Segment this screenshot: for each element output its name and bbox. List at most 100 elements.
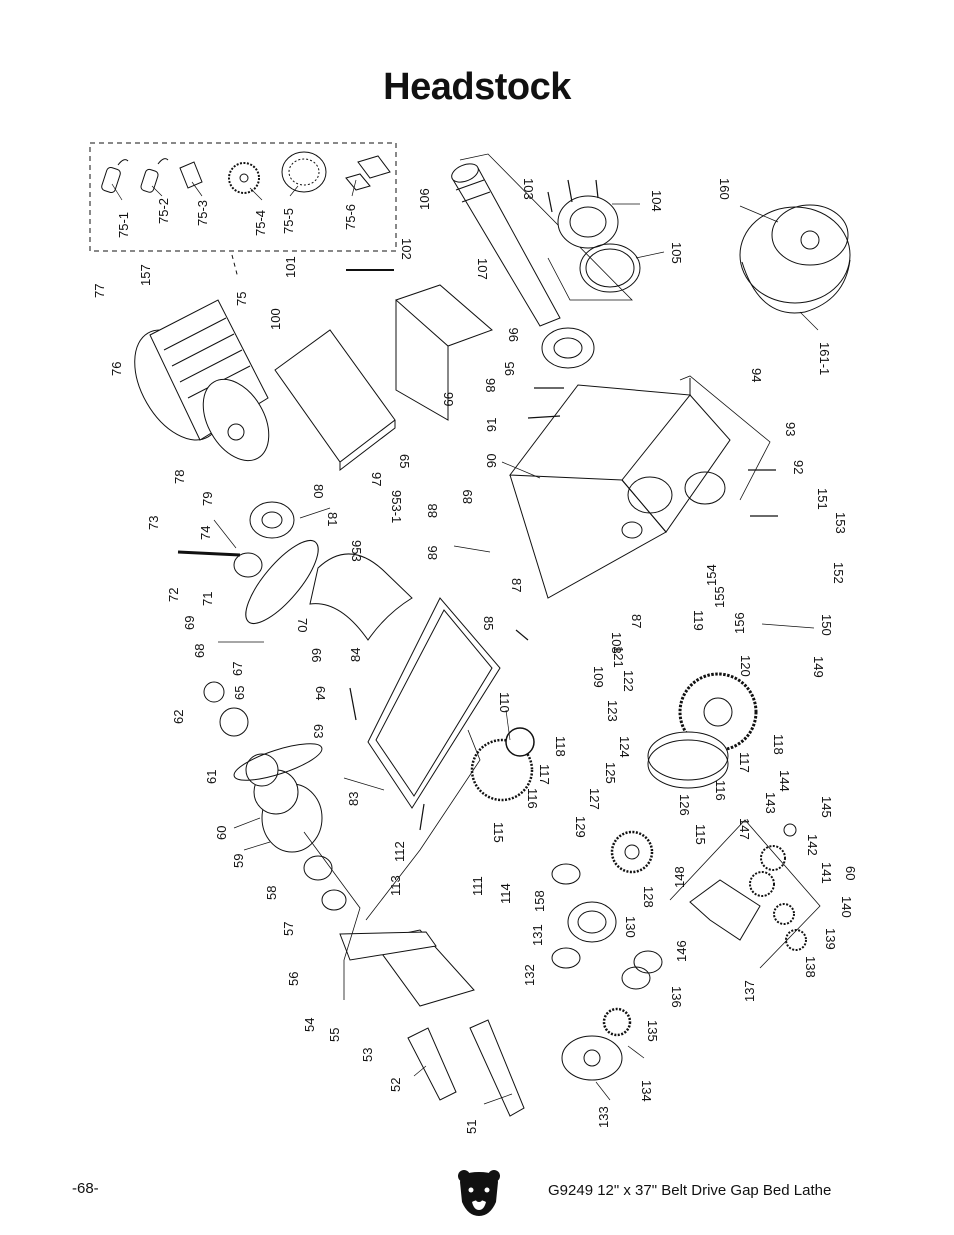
label-65-lower: 65 [232, 686, 247, 700]
label-63: 63 [311, 724, 326, 738]
bear-logo-icon [458, 1170, 500, 1216]
gear-121 [678, 672, 758, 752]
label-141: 141 [819, 862, 834, 884]
label-67: 67 [230, 662, 245, 676]
label-66: 66 [309, 648, 324, 662]
label-80: 80 [311, 484, 326, 498]
bearing-cap-104 [557, 195, 619, 249]
label-147: 147 [737, 818, 752, 840]
label-108: 108 [609, 632, 624, 654]
label-155: 155 [712, 586, 727, 608]
label-157: 157 [138, 264, 153, 286]
label-99: 99 [441, 392, 456, 406]
label-135: 135 [645, 1020, 660, 1042]
label-73: 73 [146, 516, 161, 530]
label-127: 127 [587, 788, 602, 810]
part-75-5-fan-cover [281, 151, 327, 193]
shaft-52 [407, 1027, 457, 1101]
label-161-1: 161-1 [817, 342, 832, 375]
label-61: 61 [204, 770, 219, 784]
label-103: 103 [521, 178, 536, 200]
label-138: 138 [803, 956, 818, 978]
label-128: 128 [641, 886, 656, 908]
gear-135 [602, 1007, 632, 1037]
gear-128 [610, 830, 654, 874]
label-132: 132 [522, 964, 537, 986]
part-75-2-capacitor [140, 158, 169, 193]
label-115-right: 115 [693, 824, 708, 845]
label-117-upper: 117 [537, 764, 552, 785]
label-111: 111 [470, 876, 485, 896]
belt-cover-953 [309, 553, 413, 641]
label-91: 91 [484, 418, 499, 432]
label-64: 64 [313, 686, 328, 700]
label-53: 53 [360, 1048, 375, 1062]
label-70: 70 [295, 618, 310, 632]
label-107: 107 [475, 258, 490, 280]
label-130: 130 [623, 916, 638, 938]
label-60-left: 60 [214, 826, 229, 840]
label-118-lower: 118 [771, 734, 786, 755]
label-87-lower: 87 [629, 614, 644, 628]
page-number: -68- [72, 1180, 99, 1197]
option-parts-dashed-box [89, 142, 397, 252]
label-145: 145 [819, 796, 834, 818]
label-86: 86 [425, 546, 440, 560]
label-81: 81 [325, 512, 340, 526]
label-121: 121 [611, 646, 626, 668]
label-75: 75 [234, 292, 249, 306]
label-55: 55 [327, 1028, 342, 1042]
part-75-4-fan [228, 162, 260, 194]
pulley-59 [245, 753, 323, 853]
bracket-146 [689, 879, 761, 941]
part-75-3-switch [179, 161, 203, 189]
label-105: 105 [669, 242, 684, 264]
label-148: 148 [672, 866, 687, 888]
label-133: 133 [596, 1106, 611, 1128]
label-137: 137 [742, 980, 757, 1002]
shaft-51 [469, 1019, 525, 1117]
label-110: 110 [497, 692, 512, 713]
label-126: 126 [677, 794, 692, 816]
label-89: 89 [460, 490, 475, 504]
label-102: 102 [399, 238, 414, 260]
label-75-5: 75-5 [281, 208, 296, 234]
bolts [346, 179, 778, 831]
label-78: 78 [172, 470, 187, 484]
pulley-74 [177, 550, 263, 578]
chuck-160 [739, 204, 851, 314]
label-54: 54 [302, 1018, 317, 1032]
label-98: 98 [483, 378, 498, 392]
bearing-62 [203, 681, 249, 737]
part-labels: 75-1 75-2 75-3 75-4 75-5 75-6 106 103 10… [92, 178, 858, 1134]
label-76: 76 [109, 362, 124, 376]
leader-lines [111, 179, 819, 1105]
bearing-95 [541, 327, 595, 369]
gaskets-136 [621, 950, 663, 990]
label-92: 92 [791, 460, 806, 474]
label-109: 109 [591, 666, 606, 688]
label-72: 72 [166, 588, 181, 602]
belt-61 [233, 743, 323, 781]
bushing-57 [321, 889, 347, 911]
label-85: 85 [481, 616, 496, 630]
plate-133 [561, 1035, 623, 1081]
label-150: 150 [819, 614, 834, 636]
label-151: 151 [815, 488, 830, 510]
pulley-124 [647, 731, 729, 789]
cover-plate-83 [367, 597, 501, 809]
label-56: 56 [286, 972, 301, 986]
label-152: 152 [831, 562, 846, 584]
belt-81 [245, 540, 319, 624]
motor-75 [134, 299, 270, 462]
label-95: 95 [502, 362, 517, 376]
label-114: 114 [498, 883, 513, 904]
label-953: 953 [349, 540, 364, 562]
spindle-106 [451, 163, 561, 327]
label-62: 62 [171, 710, 186, 724]
bearing-131 [567, 901, 617, 943]
lever-53 [339, 929, 475, 1007]
label-144: 144 [777, 770, 792, 792]
label-106: 106 [417, 188, 432, 210]
